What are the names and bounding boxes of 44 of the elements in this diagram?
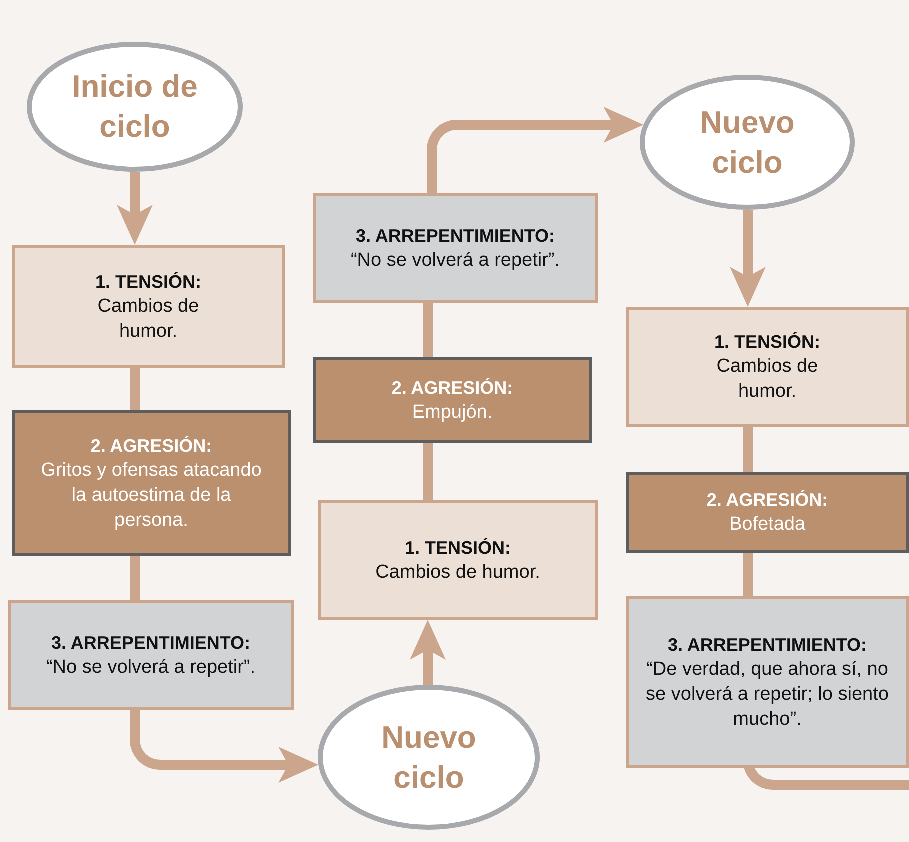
repentance-stage-box [626,596,909,768]
stage-description: “No se volverá a repetir”. [350,248,560,272]
stage-description: Bofetada [729,513,806,537]
cycle-ellipse [640,75,855,210]
stage-description: Gritos y ofensas atacando la autoestima de la persona. [40,458,263,532]
connector-line [130,368,140,410]
connector-line [130,556,140,600]
stage-heading: 1. TENSIÓN: [404,536,511,560]
stage-description: Empujón. [412,400,493,424]
stage-heading: 2. AGRESIÓN: [392,376,514,400]
stage-heading: 3. ARREPENTIMIENTO: [668,634,868,656]
stage-heading: 2. AGRESIÓN: [706,489,828,512]
cycle-label: Nuevo ciclo [699,104,796,182]
tension-stage-box [318,500,598,620]
stage-heading: 1. TENSIÓN: [95,270,202,294]
arrow [410,620,446,685]
arrow [427,107,644,193]
stage-heading: 3. ARREPENTIMIENTO: [51,632,251,654]
connector-line [743,427,753,472]
cycle-label: Inicio de ciclo [71,68,199,146]
tension-stage-box [626,307,909,427]
tension-stage-box [12,245,285,368]
aggression-stage-box [626,472,909,553]
stage-description: “No se volverá a repetir”. [46,656,256,680]
cycle-ellipse [27,42,243,172]
cycle-label: Nuevo ciclo [380,718,478,796]
arrow [730,210,766,307]
stage-heading: 3. ARREPENTIMIENTO: [356,224,556,248]
repentance-stage-box [313,193,598,303]
stage-heading: 2. AGRESIÓN: [90,434,212,458]
arrow [117,172,153,245]
aggression-stage-box [12,410,291,556]
repentance-stage-box [8,600,294,710]
connector-line [423,303,433,357]
stage-description: “De verdad, que ahora sí, no se volverá a repetir; lo siento mucho”. [645,658,890,732]
connector-line [743,553,753,596]
stage-description: Cambios de humor. [376,560,540,584]
stage-description: Cambios de humor. [96,294,200,344]
aggression-stage-box [313,357,592,443]
connector-line [423,443,433,500]
arrow [130,710,319,783]
stage-description: Cambios de humor. [716,355,820,404]
stage-heading: 1. TENSIÓN: [714,331,820,354]
cycle-ellipse [318,685,540,830]
